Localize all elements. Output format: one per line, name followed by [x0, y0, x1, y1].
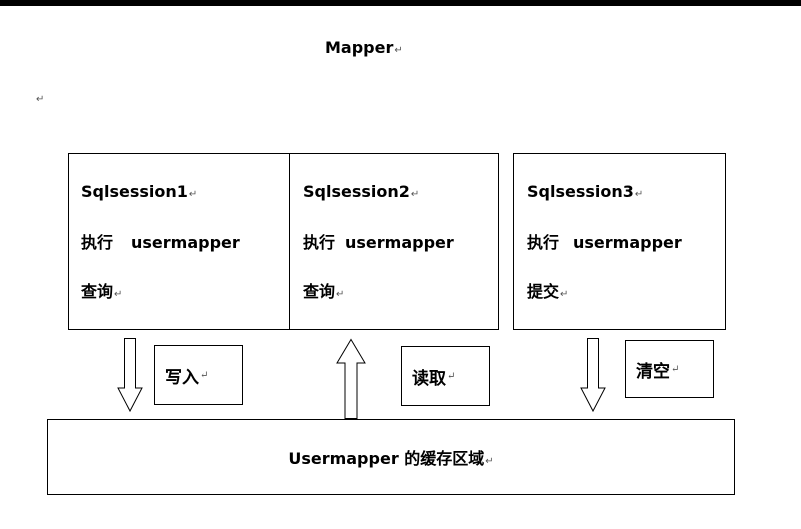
session-name: Sqlsession3↵: [527, 182, 644, 201]
session-action: 提交↵: [527, 282, 569, 301]
session-action: 查询↵: [303, 282, 345, 301]
paragraph-mark: ↵: [36, 94, 45, 105]
cache-region-box: Usermapper 的缓存区域↵: [47, 419, 735, 495]
session-name: Sqlsession1↵: [81, 182, 198, 201]
clear-arrow-down-icon: [580, 338, 606, 413]
clear-label-box: 清空↵: [625, 340, 714, 398]
write-label-box: 写入↵: [154, 345, 243, 405]
read-arrow-up-icon: [336, 338, 366, 419]
diagram-title-text: Mapper: [325, 38, 394, 57]
session-name: Sqlsession2↵: [303, 182, 420, 201]
diagram-title: Mapper↵: [325, 38, 403, 57]
cache-region-label: Usermapper 的缓存区域↵: [288, 449, 494, 468]
write-arrow-down-icon: [117, 338, 143, 413]
top-rule: [0, 0, 801, 6]
read-label-box: 读取↵: [401, 346, 490, 406]
paragraph-mark: ↵: [394, 45, 403, 56]
session-action: 查询↵: [81, 282, 123, 301]
